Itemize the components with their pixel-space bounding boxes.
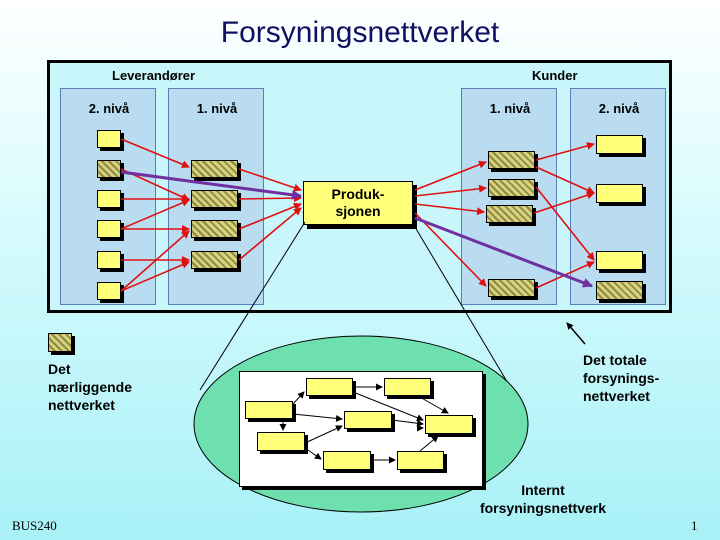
- production-label-line1: Produk-: [331, 186, 385, 202]
- supplier-tier1-box: [191, 220, 238, 238]
- internal-note-line2: forsyningsnettverk: [479, 500, 607, 516]
- column-label: 2. nivå: [88, 101, 130, 116]
- supplier-tier2-box: [97, 251, 121, 269]
- supplier-arrows: [120, 138, 302, 292]
- slide-title: Forsyningsnettverket: [220, 16, 500, 49]
- internal-node: [397, 451, 444, 470]
- column-label: 2. nivå: [598, 101, 640, 116]
- footer-course-code: BUS240: [12, 518, 57, 533]
- production-label-line2: sjonen: [335, 203, 381, 219]
- internal-network-note: Internt forsyningsnettverk: [470, 481, 616, 517]
- supplier-tier2-box-near: [97, 160, 121, 178]
- supplier-tier2-box: [97, 130, 121, 148]
- customer-tier1-box: [488, 179, 535, 197]
- column-label: 1. nivå: [489, 101, 531, 116]
- customer-tier1-box: [486, 205, 533, 223]
- supplier-tier2-box: [97, 282, 121, 300]
- customer-tier1-box: [488, 279, 535, 297]
- total-note-line2: forsynings-: [583, 370, 660, 386]
- total-note-line3: nettverket: [583, 388, 650, 404]
- suppliers-label: Leverandører: [112, 68, 196, 83]
- customer-tier2-box: [596, 251, 643, 270]
- zoom-line-left: [199, 221, 306, 391]
- total-note-line1: Det totale: [583, 352, 647, 368]
- customer-tier2-box: [596, 135, 643, 154]
- customer-tier1-box: [488, 151, 535, 169]
- internal-node: [344, 411, 392, 429]
- internal-node: [306, 378, 353, 396]
- supplier-tier1-box: [191, 190, 238, 208]
- column-label: 1. nivå: [196, 101, 238, 116]
- supplier-tier1-box: [191, 251, 238, 269]
- near-network-arrow-out: [414, 216, 593, 288]
- customers-label: Kunder: [532, 68, 578, 83]
- customer-tier2-box: [596, 184, 643, 203]
- footer-page-number: 1: [691, 518, 698, 533]
- total-network-pointer: [566, 322, 586, 345]
- customer-arrows: [414, 142, 595, 289]
- near-network-arrow-in: [120, 170, 302, 200]
- internal-node: [425, 415, 473, 434]
- legend-line3: nettverket: [48, 397, 115, 413]
- supplier-tier2-box: [97, 220, 121, 238]
- internal-node: [257, 432, 305, 451]
- supplier-tier1-box: [191, 160, 238, 178]
- customer-tier2-box-near: [596, 281, 643, 300]
- internal-note-line1: Internt: [521, 482, 565, 498]
- legend-line1: Det: [48, 361, 71, 377]
- internal-node: [245, 401, 293, 419]
- legend-line2: nærliggende: [48, 379, 133, 395]
- production-box: Produk- sjonen: [303, 181, 413, 225]
- legend-hatched-box: [48, 333, 72, 352]
- zoom-line-right: [411, 221, 516, 396]
- internal-node: [323, 451, 371, 470]
- total-network-note: Det totale forsynings- nettverket: [583, 351, 659, 405]
- supplier-tier2-box: [97, 190, 121, 208]
- internal-node: [384, 378, 431, 396]
- legend-text: Det nærliggende nettverket: [48, 360, 132, 414]
